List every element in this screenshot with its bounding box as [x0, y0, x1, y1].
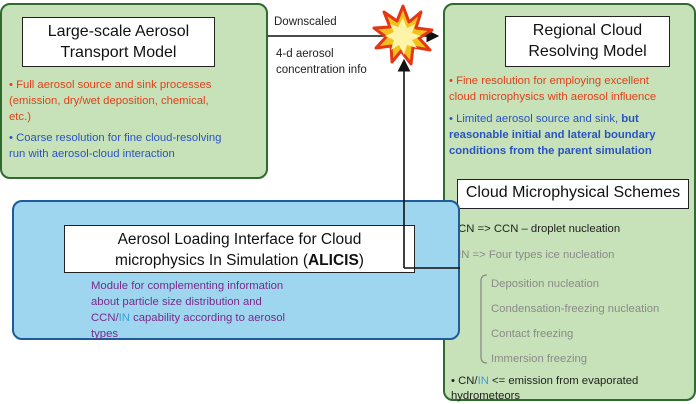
ice-type-deposition: Deposition nucleation: [491, 278, 600, 290]
cloud-limited-source-but: but: [621, 113, 639, 125]
emission-line1: • CN/IN <= emission from evaporated: [451, 373, 638, 389]
microphysical-schemes-title: Cloud Microphysical Schemes: [457, 179, 689, 209]
explosion-burst-icon: [372, 4, 434, 66]
alicis-desc-in: IN: [118, 312, 130, 324]
cloud-model-title-line1: Regional Cloud: [532, 22, 643, 39]
alicis-acronym: ALICIS: [307, 252, 359, 269]
cloud-boundary-line2: reasonable initial and lateral boundary: [449, 129, 656, 141]
emission-cn: • CN/: [451, 375, 478, 387]
transport-full-processes-line2: (emission, dry/wet deposition, chemical,: [9, 95, 209, 107]
alicis-title: Aerosol Loading Interface for Cloud micr…: [64, 225, 415, 273]
alicis-desc-line4: types: [91, 328, 119, 340]
cn-ccn-nucleation: • CN => CCN – droplet nucleation: [451, 223, 621, 235]
alicis-desc-ccn: CCN/: [91, 312, 119, 324]
transport-coarse-resolution-line2: run with aerosol-cloud interaction: [9, 148, 175, 160]
in-ice-nucleation: • IN => Four types ice nucleation: [451, 249, 615, 261]
cloud-model-title-line2: Resolving Model: [528, 43, 647, 60]
emission-line2: hydrometeors: [451, 390, 521, 402]
alicis-panel: Aerosol Loading Interface for Cloud micr…: [12, 200, 460, 340]
transport-full-processes-line1: • Full aerosol source and sink processes: [9, 79, 212, 91]
alicis-title-line1: Aerosol Loading Interface for Cloud: [117, 231, 362, 248]
cloud-boundary-line3: conditions from the parent simulation: [449, 145, 652, 157]
cloud-limited-source-line1: • Limited aerosol source and sink, but: [449, 111, 639, 127]
transport-model-title-line1: Large-scale Aerosol: [47, 23, 190, 40]
arrow-label-concentration: concentration info: [276, 64, 367, 76]
alicis-title-suffix: ): [358, 252, 364, 269]
transport-full-processes-line3: etc.): [9, 111, 31, 123]
alicis-desc-line1: Module for complementing information: [91, 280, 284, 292]
transport-coarse-resolution-line1: • Coarse resolution for fine cloud-resol…: [9, 132, 222, 144]
alicis-title-line2: microphysics In Simulation (ALICIS): [65, 250, 414, 271]
ice-types-bracket: [480, 274, 488, 364]
ice-type-condensation-freezing: Condensation-freezing nucleation: [491, 303, 660, 315]
arrow-label-aerosol: 4-d aerosol: [276, 48, 334, 60]
cloud-fine-resolution-line2: cloud microphysics with aerosol influenc…: [449, 91, 657, 103]
arrow-label-downscaled: Downscaled: [274, 16, 337, 28]
cloud-model-title: Regional Cloud Resolving Model: [505, 16, 670, 67]
transport-model-title: Large-scale Aerosol Transport Model: [22, 17, 215, 67]
emission-in: IN: [477, 375, 489, 387]
alicis-desc-line2: about particle size distribution and: [91, 296, 262, 308]
alicis-title-prefix: microphysics In Simulation (: [115, 252, 308, 269]
cloud-fine-resolution-line1: • Fine resolution for employing excellen…: [449, 75, 649, 87]
alicis-desc-line3: CCN/IN capability according to aerosol: [91, 310, 285, 326]
alicis-desc-rest: capability according to aerosol: [129, 312, 286, 324]
transport-model-title-line2: Transport Model: [60, 44, 177, 61]
cloud-limited-source-text: • Limited aerosol source and sink,: [449, 113, 622, 125]
ice-type-immersion-freezing: Immersion freezing: [491, 353, 588, 365]
transport-model-panel: Large-scale Aerosol Transport Model • Fu…: [0, 3, 268, 179]
ice-type-contact-freezing: Contact freezing: [491, 328, 574, 340]
emission-rest: <= emission from evaporated: [488, 375, 639, 387]
